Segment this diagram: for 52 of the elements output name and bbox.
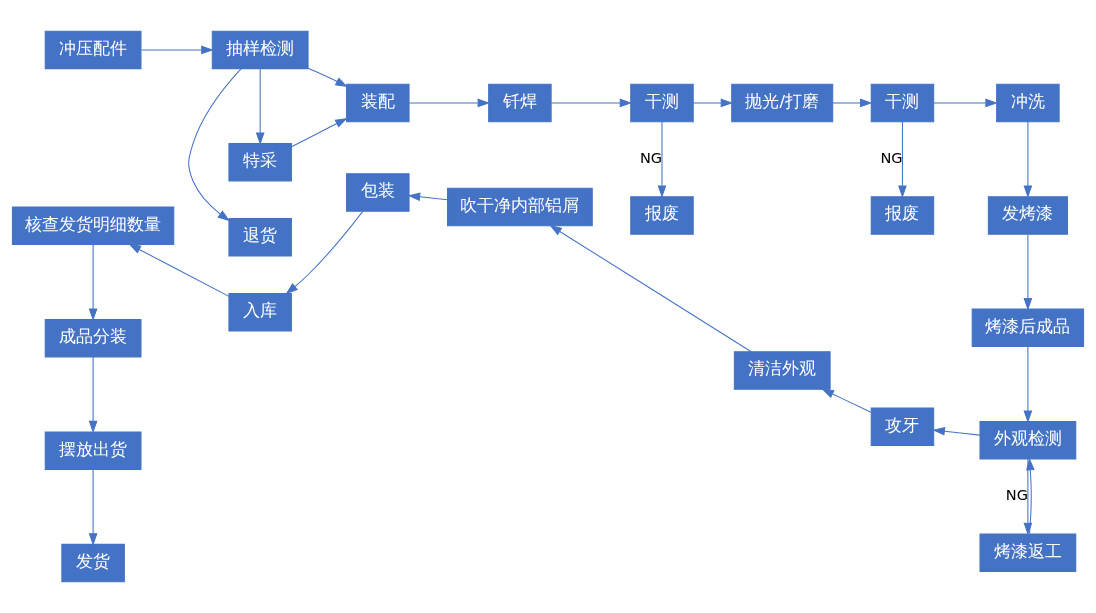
arrow xyxy=(657,121,667,198)
node-box: 干测 xyxy=(870,83,935,123)
node-box: 攻牙 xyxy=(870,407,935,446)
node-box: 报废 xyxy=(870,196,935,235)
node-box: 发烤漆 xyxy=(987,196,1068,235)
arrow xyxy=(255,68,265,145)
node-box: 吹干净内部铝屑 xyxy=(447,187,593,227)
node-box: 特采 xyxy=(228,143,292,182)
arrow xyxy=(291,117,348,148)
node-box: 烤漆返工 xyxy=(979,533,1077,572)
node-box: 冲压配件 xyxy=(44,30,142,70)
node-box: 装配 xyxy=(346,83,410,123)
arrow xyxy=(407,192,448,202)
node-box: 抽样检测 xyxy=(211,30,309,70)
arrow xyxy=(692,98,734,108)
arrow xyxy=(550,98,633,108)
arrow xyxy=(549,225,752,353)
arrow xyxy=(88,356,98,434)
arrow xyxy=(1023,121,1033,199)
node-box: 外观检测 xyxy=(979,421,1077,460)
node-box: 干测 xyxy=(630,83,694,123)
arrow xyxy=(1023,346,1033,423)
node-box: 发货 xyxy=(61,543,125,583)
node-box: 核查发货明细数量 xyxy=(11,206,175,246)
arrow xyxy=(140,45,214,55)
arrow xyxy=(821,388,872,413)
arrow xyxy=(408,98,491,108)
arrow xyxy=(832,98,873,108)
arrow xyxy=(898,121,907,198)
arrow xyxy=(285,210,364,295)
edge-label: NG xyxy=(880,149,903,167)
node-box: 抛光/打磨 xyxy=(731,83,834,123)
node-box: 冲洗 xyxy=(996,83,1060,123)
node-box: 入库 xyxy=(228,292,292,332)
arrow xyxy=(933,98,998,108)
node-box: 成品分装 xyxy=(44,319,142,358)
arrow xyxy=(307,67,348,87)
node-box: 摆放出货 xyxy=(44,431,142,470)
arrow xyxy=(128,243,230,297)
node-box: 钎焊 xyxy=(488,83,552,123)
edge-label: NG xyxy=(1005,486,1029,504)
node-box: 报废 xyxy=(630,196,694,235)
arrow xyxy=(1023,233,1033,311)
node-box: 退货 xyxy=(228,218,292,257)
arrow xyxy=(932,426,981,436)
arrow xyxy=(88,469,98,546)
node-box: 清洁外观 xyxy=(733,351,831,390)
arrow xyxy=(188,68,242,222)
arrow xyxy=(88,244,98,321)
node-box: 烤漆后成品 xyxy=(971,308,1085,348)
node-box: 包装 xyxy=(346,173,410,212)
edge-label: NG xyxy=(639,149,663,167)
